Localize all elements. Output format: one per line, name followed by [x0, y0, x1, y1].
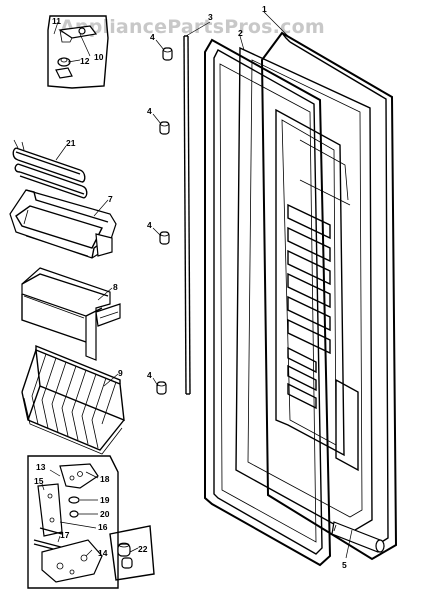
callout-20: 20	[100, 509, 110, 519]
door-bushings	[156, 47, 173, 395]
callout-14: 14	[98, 548, 108, 558]
callout-22: 22	[138, 544, 148, 554]
callout-17: 17	[60, 530, 70, 540]
door-trim-rod	[183, 35, 191, 395]
callout-21: 21	[66, 138, 76, 148]
callout-4-top: 4	[150, 32, 155, 42]
callout-16: 16	[98, 522, 108, 532]
bottom-hinge-kit	[27, 455, 119, 589]
shelf-bar	[12, 139, 88, 199]
leader-lines	[41, 11, 353, 559]
callout-4-lower: 4	[147, 370, 152, 380]
wire-rack	[21, 344, 125, 455]
callout-9: 9	[118, 368, 123, 378]
door-inner-liner	[235, 46, 373, 534]
dairy-compartment	[21, 267, 121, 361]
callout-12: 12	[80, 56, 90, 66]
callout-18: 18	[100, 474, 110, 484]
callout-5: 5	[342, 560, 347, 570]
callout-10: 10	[94, 52, 104, 62]
watermark-text: AppliancePartsPros.com	[60, 16, 325, 38]
callout-4-upper: 4	[147, 106, 152, 116]
callout-15: 15	[34, 476, 44, 486]
callout-7: 7	[108, 194, 113, 204]
top-hinge-kit	[47, 15, 109, 89]
callout-4-middle: 4	[147, 220, 152, 230]
callout-11: 11	[52, 16, 61, 26]
callout-13: 13	[36, 462, 46, 472]
callout-19: 19	[100, 495, 110, 505]
callout-numbers: 1 2 3 4 4 4 4 5 7 8 9 10 11 12 13 14 15 …	[34, 4, 347, 570]
hinge-pin	[331, 521, 385, 553]
door-bin	[9, 189, 117, 259]
liner-ribs	[287, 203, 331, 410]
part-22-kit	[109, 525, 155, 581]
callout-2: 2	[238, 28, 243, 38]
callout-8: 8	[113, 282, 118, 292]
callout-3: 3	[208, 12, 213, 22]
callout-1: 1	[262, 4, 267, 14]
door-gasket	[204, 38, 332, 567]
